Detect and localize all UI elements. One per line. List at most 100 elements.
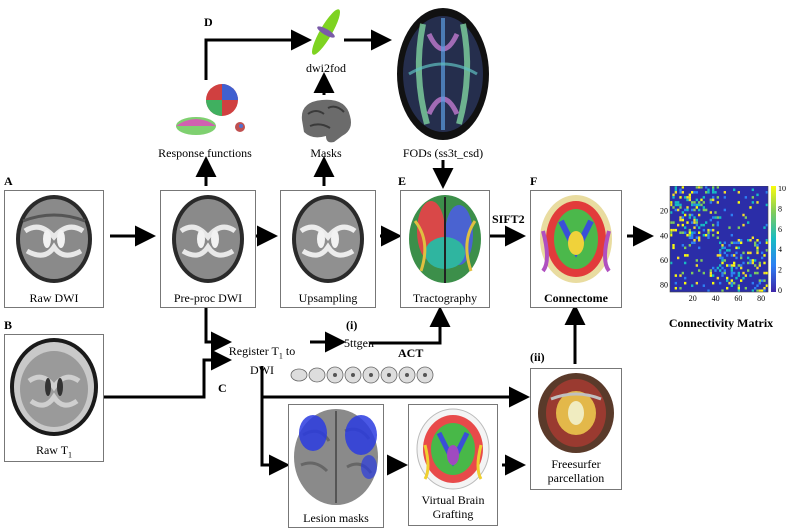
matrix-cell xyxy=(765,249,768,252)
matrix-cell xyxy=(740,239,743,242)
matrix-cell xyxy=(742,213,745,217)
matrix-cell xyxy=(737,191,740,194)
connectome-label: Connectome xyxy=(544,291,608,305)
matrix-cell xyxy=(702,206,705,209)
matrix-cell xyxy=(681,191,684,194)
raw-t1-image xyxy=(10,338,98,436)
matrix-cell xyxy=(674,191,677,194)
matrix-cell xyxy=(733,254,736,257)
matrix-cell xyxy=(707,228,710,232)
matrix-cell xyxy=(737,246,740,250)
matrix-cell xyxy=(719,256,722,260)
matrix-cell xyxy=(693,191,696,194)
matrix-cell xyxy=(721,261,724,265)
matrix-cell xyxy=(702,271,705,275)
matrix-cell xyxy=(707,289,710,292)
matrix-cell xyxy=(693,201,696,204)
matrix-cell xyxy=(674,201,677,204)
matrix-cell xyxy=(670,211,673,214)
matrix-cell xyxy=(758,264,761,267)
lesion-masks-panel: Lesion masks xyxy=(288,404,384,528)
arrow-response-dwi2fod xyxy=(204,29,312,80)
matrix-cell xyxy=(730,284,733,287)
matrix-cell xyxy=(730,274,733,277)
matrix-cell xyxy=(719,269,722,272)
preproc-dwi-label: Pre-proc DWI xyxy=(173,291,243,305)
matrix-cell xyxy=(684,246,687,250)
raw-dwi-image xyxy=(16,195,92,283)
matrix-cell xyxy=(742,271,745,275)
preproc-dwi-panel: Pre-proc DWI xyxy=(160,190,256,308)
matrix-cell xyxy=(670,233,673,237)
matrix-cell xyxy=(761,251,764,255)
connectome-image xyxy=(540,195,612,283)
matrix-cell xyxy=(756,246,759,250)
matrix-cell xyxy=(761,256,764,260)
matrix-cell xyxy=(756,284,759,287)
matrix-cell xyxy=(679,274,682,277)
matrix-cell xyxy=(712,233,715,237)
matrix-cell xyxy=(712,281,715,285)
matrix-cell xyxy=(681,244,684,247)
matrix-cell xyxy=(758,261,761,265)
matrix-cell xyxy=(698,236,701,239)
fod-glyph-image xyxy=(312,9,340,55)
matrix-cell xyxy=(733,281,736,285)
colorbar-tick: 6 xyxy=(778,225,782,234)
matrix-cell xyxy=(705,191,708,194)
matrix-cell xyxy=(672,244,675,247)
matrix-cell xyxy=(730,264,733,267)
matrix-cell xyxy=(740,241,743,245)
matrix-cell xyxy=(747,269,750,272)
matrix-cell xyxy=(714,269,717,272)
matrix-cell xyxy=(695,221,698,224)
matrix-cell xyxy=(763,226,766,229)
raw-dwi-panel: Raw DWI xyxy=(4,190,104,308)
matrix-cell xyxy=(709,274,712,277)
matrix-cell xyxy=(723,251,726,255)
matrix-cell xyxy=(681,271,684,275)
matrix-cell xyxy=(688,236,691,239)
matrix-cell xyxy=(730,213,733,217)
matrix-cell xyxy=(712,191,715,194)
matrix-cell xyxy=(747,221,750,224)
matrix-cell xyxy=(758,289,761,292)
matrix-cell xyxy=(719,251,722,255)
matrix-cell xyxy=(749,274,752,277)
matrix-cell xyxy=(719,264,722,267)
matrix-cell xyxy=(684,231,687,234)
matrix-cell xyxy=(721,246,724,250)
matrix-cell xyxy=(749,259,752,262)
panel-label-c: C xyxy=(218,381,227,395)
matrix-cell xyxy=(758,281,761,285)
matrix-cell xyxy=(716,216,719,219)
matrix-cell xyxy=(677,223,680,227)
matrix-x-tick: 20 xyxy=(689,294,697,303)
matrix-cell xyxy=(700,223,703,227)
matrix-cell xyxy=(672,246,675,250)
arrow-preproc-register xyxy=(204,308,232,353)
matrix-cell xyxy=(670,221,673,224)
matrix-cell xyxy=(709,271,712,275)
matrix-cell xyxy=(686,196,689,199)
matrix-cell xyxy=(693,221,696,224)
matrix-y-tick: 20 xyxy=(660,207,668,216)
matrix-cell xyxy=(742,223,745,227)
matrix-cell xyxy=(744,196,747,199)
matrix-cell xyxy=(705,221,708,224)
matrix-cell xyxy=(681,218,684,222)
arrow-register-lesion xyxy=(260,397,290,476)
matrix-cell xyxy=(754,241,757,245)
matrix-cell xyxy=(677,208,680,212)
matrix-cell xyxy=(728,244,731,247)
matrix-cell xyxy=(733,264,736,267)
matrix-cell xyxy=(714,191,717,194)
matrix-cell xyxy=(700,198,703,202)
matrix-cell xyxy=(740,264,743,267)
matrix-cell xyxy=(735,251,738,255)
connectome-panel: Connectome xyxy=(530,190,622,308)
matrix-cell xyxy=(756,239,759,242)
